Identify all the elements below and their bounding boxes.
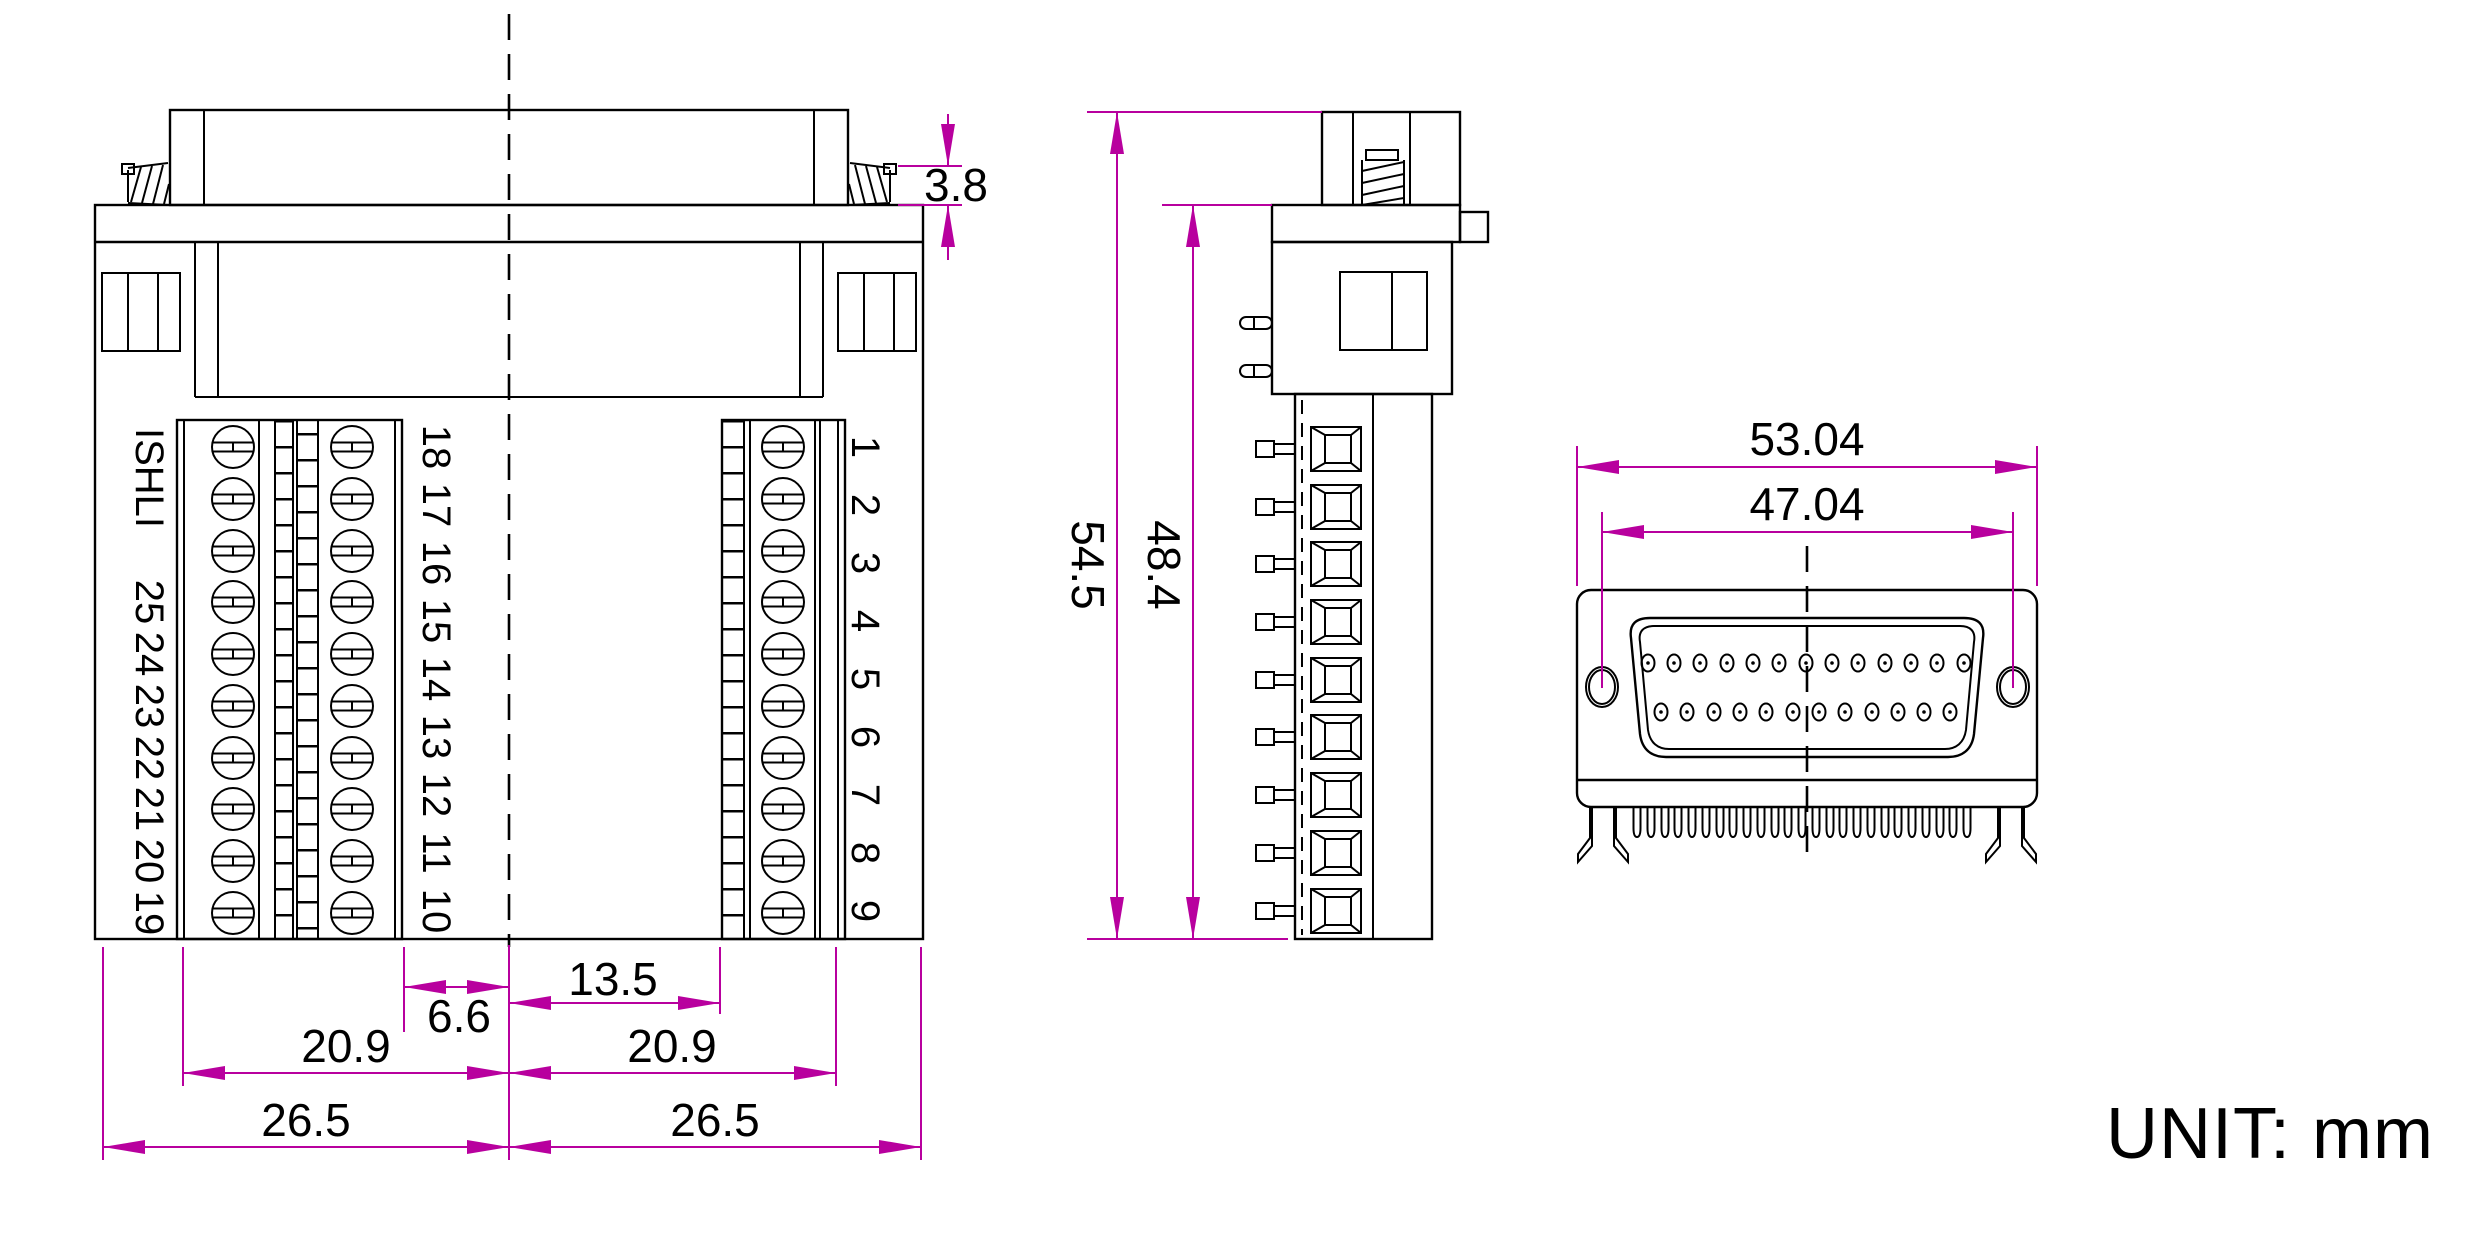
terminal-label-15: 15 (414, 599, 458, 644)
terminal-label-23: 23 (127, 684, 171, 729)
brand-label: ISHLI (127, 428, 171, 528)
terminal-label-7: 7 (843, 784, 887, 806)
side-solder-pins (1255, 440, 1296, 920)
terminal-label-8: 8 (843, 842, 887, 864)
side-view: 54.5 48.4 (1062, 110, 1490, 941)
dimension-screw-height: 3.8 (898, 114, 988, 260)
side-lower-body (1255, 392, 1434, 941)
dim-text-20-9-left: 20.9 (301, 1020, 391, 1072)
terminal-label-20: 20 (127, 839, 171, 884)
dim-text-47-04: 47.04 (1749, 478, 1864, 530)
terminal-label-11: 11 (414, 832, 458, 874)
terminal-label-12: 12 (414, 773, 458, 818)
side-jack-screw-icon (1361, 149, 1405, 206)
terminal-label-4: 4 (843, 610, 887, 632)
terminal-label-25: 25 (127, 580, 171, 625)
terminal-label-21: 21 (127, 787, 171, 832)
terminal-label-16: 16 (414, 541, 458, 586)
board-lock-left (1577, 807, 1629, 865)
dim-text-20-9-right: 20.9 (627, 1020, 717, 1072)
board-lock-right (1985, 807, 2037, 865)
face-solder-tails (1632, 807, 1972, 838)
terminal-label-17: 17 (414, 483, 458, 528)
dim-text-26-5-right: 26.5 (670, 1094, 760, 1146)
dim-text-3-8: 3.8 (924, 159, 988, 211)
terminal-label-14: 14 (414, 657, 458, 702)
front-body (93, 203, 925, 941)
screw-column-mid (330, 425, 374, 935)
front-terminal-labels: ISHLI 25 24 23 22 21 20 19 18 17 16 15 1… (127, 425, 887, 936)
front-right-terminal-block (720, 418, 847, 941)
face-pins-bottom-row (1653, 702, 1958, 722)
terminal-label-18: 18 (414, 425, 458, 470)
dim-text-53-04: 53.04 (1749, 413, 1864, 465)
front-left-jack-screw-icon (121, 162, 170, 206)
terminal-label-9: 9 (843, 900, 887, 922)
dim-text-48-4: 48.4 (1138, 520, 1190, 610)
screw-column-left (211, 425, 255, 935)
side-flange (1270, 203, 1490, 244)
terminal-label-5: 5 (843, 668, 887, 690)
terminal-label-2: 2 (843, 494, 887, 516)
face-shell (1575, 588, 2039, 809)
front-bottom-dimensions: 6.6 13.5 20.9 20.9 26.5 26.5 (102, 945, 922, 1160)
front-view: ISHLI 25 24 23 22 21 20 19 18 17 16 15 1… (93, 14, 988, 1160)
front-right-jack-screw-icon (848, 162, 897, 206)
terminal-label-13: 13 (414, 715, 458, 760)
side-upper-body (1239, 240, 1454, 396)
dim-text-54-5: 54.5 (1062, 520, 1114, 610)
face-dimensions: 53.04 47.04 (1576, 413, 2038, 688)
terminal-label-19: 19 (127, 891, 171, 936)
side-hood (1320, 110, 1462, 207)
front-left-terminal-block (175, 418, 404, 941)
terminal-label-24: 24 (127, 632, 171, 677)
terminal-label-3: 3 (843, 552, 887, 574)
dim-text-6-6: 6.6 (427, 990, 491, 1042)
side-dimensions: 54.5 48.4 (1062, 111, 1322, 940)
side-terminal-openings (1310, 426, 1362, 934)
screw-column-right (761, 425, 805, 935)
terminal-label-1: 1 (843, 436, 887, 458)
terminal-label-10: 10 (414, 889, 458, 934)
terminal-label-6: 6 (843, 726, 887, 748)
dim-text-26-5-left: 26.5 (261, 1094, 351, 1146)
dim-text-13-5: 13.5 (568, 953, 658, 1005)
face-view: 53.04 47.04 (1575, 413, 2039, 865)
terminal-label-22: 22 (127, 736, 171, 781)
unit-note: UNIT: mm (2106, 1094, 2434, 1174)
